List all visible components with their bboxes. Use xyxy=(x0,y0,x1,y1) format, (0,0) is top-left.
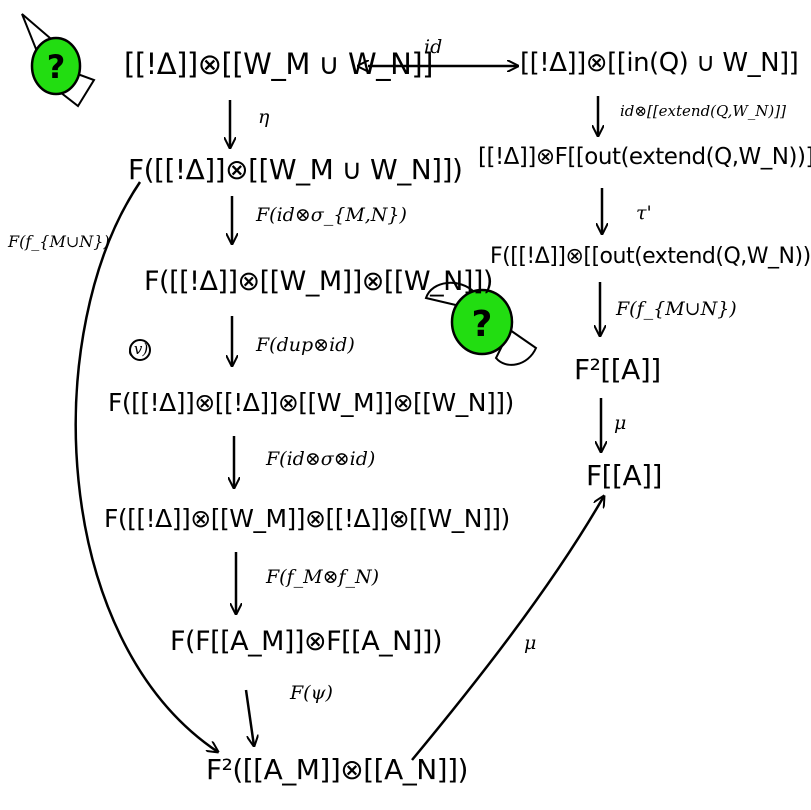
node-f-swap: F([[!Δ]]⊗[[W_M]]⊗[[!Δ]]⊗[[W_N]]) xyxy=(104,504,510,533)
arrow-mu-bottom xyxy=(411,496,604,761)
label-mu-right: μ xyxy=(614,412,627,434)
label-f-fmn: F(f_{M∪N}) xyxy=(8,232,110,251)
question-badge-icon xyxy=(450,288,514,356)
label-f-id-sigma-id: F(id⊗σ⊗id) xyxy=(266,448,376,470)
label-f-dup-id: F(dup⊗id) xyxy=(256,334,355,356)
node-f-top: F([[!Δ]]⊗[[W_M ∪ W_N]]) xyxy=(128,153,463,186)
label-f-fm-fn: F(f_M⊗f_N) xyxy=(266,566,380,588)
node-right-3: F([[!Δ]]⊗[[out(extend(Q,W_N))]]) xyxy=(490,244,811,269)
question-candy-top-left: ? xyxy=(21,13,96,108)
question-badge-icon xyxy=(30,36,82,96)
label-eta: η xyxy=(258,106,270,128)
sticker-question: ? xyxy=(472,304,493,345)
node-f-split: F([[!Δ]]⊗[[W_M]]⊗[[W_N]]) xyxy=(144,266,493,297)
label-id-extend: id⊗[[extend(Q,W_N)]] xyxy=(620,102,786,120)
arrow-f-fmn-curve xyxy=(74,181,218,752)
node-top-right: [[!Δ]]⊗[[in(Q) ∪ W_N]] xyxy=(520,48,799,78)
sticker-question: ? xyxy=(47,48,66,86)
node-right-5: F[[A]] xyxy=(586,459,662,492)
label-id: id xyxy=(424,36,443,58)
label-f-fmnr: F(f_{M∪N}) xyxy=(616,298,737,320)
node-f2-bottom: F²([[A_M]]⊗[[A_N]]) xyxy=(206,753,468,786)
node-top-left: [[!Δ]]⊗[[W_M ∪ W_N]] xyxy=(124,47,434,81)
label-tau-prime: τ' xyxy=(636,202,652,224)
label-mu-bottom: μ xyxy=(524,632,537,654)
node-right-4: F²[[A]] xyxy=(574,353,661,386)
node-right-2: [[!Δ]]⊗F[[out(extend(Q,W_N))]] xyxy=(478,144,811,170)
node-f-pair: F(F[[A_M]]⊗F[[A_N]]) xyxy=(170,626,442,657)
question-candy-middle: ? xyxy=(424,281,538,366)
label-circle-v: (v) xyxy=(128,340,149,358)
label-f-psi: F(ψ) xyxy=(290,682,333,704)
node-f-dup: F([[!Δ]]⊗[[!Δ]]⊗[[W_M]]⊗[[W_N]]) xyxy=(108,388,514,417)
label-f-id-sigma: F(id⊗σ_{M,N}) xyxy=(256,204,407,226)
arrow-f-psi xyxy=(244,689,254,746)
circle-v-mark xyxy=(129,339,151,361)
